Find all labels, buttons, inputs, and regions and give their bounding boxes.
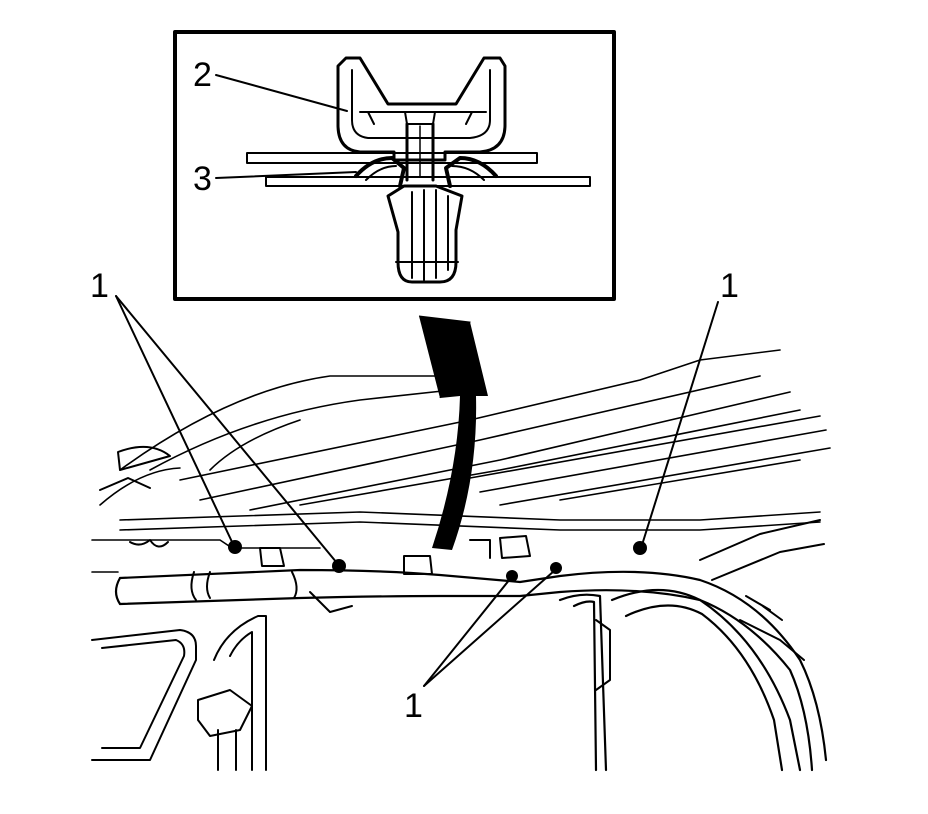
callout-3: 3 <box>193 160 212 198</box>
callout-1-bottom: 1 <box>404 687 423 725</box>
fastener-1b <box>332 559 346 573</box>
fastener-1a <box>228 540 242 554</box>
callout-1-leaders <box>115 295 719 687</box>
arrow-head <box>418 315 471 399</box>
roof-structure <box>91 349 831 772</box>
callout-2: 2 <box>193 56 212 94</box>
fastener-1e <box>633 541 647 555</box>
callout-1-top-right: 1 <box>720 267 739 305</box>
panel-sheets <box>246 152 591 187</box>
seal-gasket <box>354 156 498 188</box>
retainer-clip <box>336 56 507 182</box>
callout-1-top-left: 1 <box>90 267 109 305</box>
magnify-arrow <box>432 322 488 550</box>
inset-detail: 2 3 <box>173 30 616 301</box>
inset-frame <box>173 30 616 301</box>
leader-2 <box>215 74 348 112</box>
leader-3 <box>215 171 357 179</box>
clip-lower-leg <box>386 184 464 284</box>
